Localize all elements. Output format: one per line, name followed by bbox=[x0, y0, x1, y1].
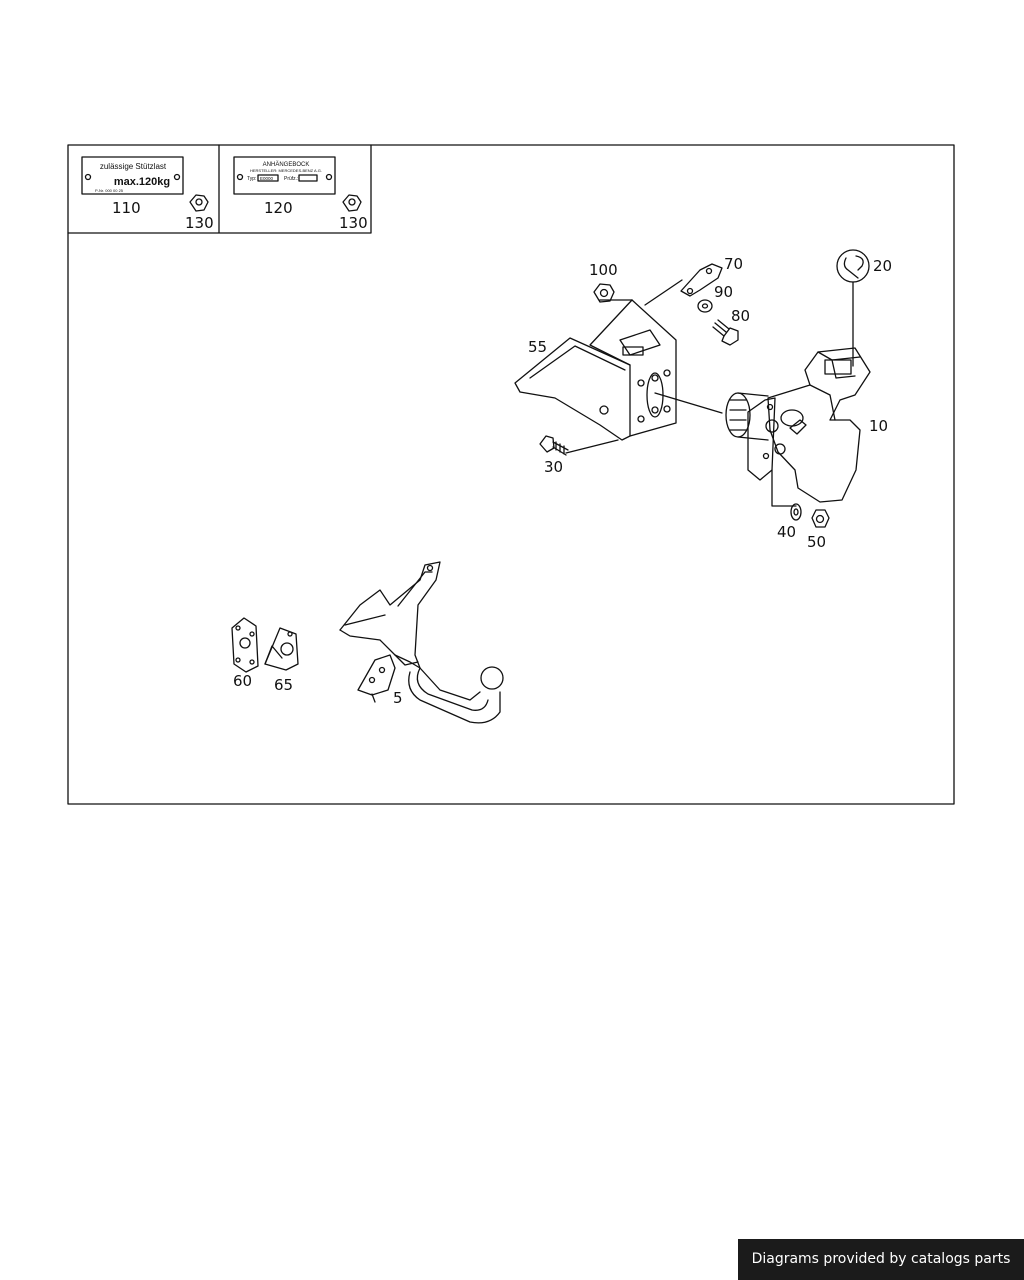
callout-110: 110 bbox=[112, 199, 141, 217]
strap-70 bbox=[680, 263, 723, 297]
callout-30: 30 bbox=[544, 458, 563, 476]
nut-100 bbox=[593, 283, 615, 303]
callout-55: 55 bbox=[528, 338, 547, 356]
leader-lines bbox=[371, 279, 797, 703]
callout-100: 100 bbox=[589, 261, 618, 279]
callout-65: 65 bbox=[274, 676, 293, 694]
diagram-frame bbox=[67, 144, 955, 805]
callout-60: 60 bbox=[233, 672, 252, 690]
footer-credit[interactable]: Diagrams provided by catalogs parts bbox=[738, 1239, 1024, 1280]
callout-90: 90 bbox=[714, 283, 733, 301]
nut-50 bbox=[811, 509, 830, 528]
callout-80: 80 bbox=[731, 307, 750, 325]
callout-10: 10 bbox=[869, 417, 888, 435]
callout-5: 5 bbox=[393, 689, 403, 707]
nut-130-b bbox=[342, 194, 362, 212]
load-plate-line2: max.120kg bbox=[114, 176, 170, 188]
id-plate bbox=[233, 156, 336, 195]
load-plate-line1: zulässige Stützlast bbox=[100, 162, 167, 171]
id-plate-pruef-label: Prüfz.: bbox=[284, 176, 298, 182]
id-plate-line2: HERSTELLER: MERCEDES-BENZ A.G. bbox=[250, 168, 322, 173]
callout-40: 40 bbox=[777, 523, 796, 541]
bracket-55 bbox=[514, 299, 677, 441]
id-plate-type-value: E0000 bbox=[260, 176, 274, 181]
plate-60 bbox=[231, 617, 259, 673]
callout-70: 70 bbox=[724, 255, 743, 273]
id-plate-type-label: Typ: bbox=[247, 176, 256, 182]
callout-130-a: 130 bbox=[185, 214, 214, 232]
inset-divider bbox=[67, 144, 372, 234]
load-plate bbox=[81, 156, 184, 195]
washer-40 bbox=[790, 503, 802, 521]
callout-20: 20 bbox=[873, 257, 892, 275]
load-plate-line3: P-Nr. 000 00 25 bbox=[95, 188, 124, 193]
tow-hook-10 bbox=[725, 347, 871, 503]
id-plate-line1: ANHÄNGEBOCK bbox=[263, 161, 310, 168]
callout-120: 120 bbox=[264, 199, 293, 217]
callout-50: 50 bbox=[807, 533, 826, 551]
nut-130-a bbox=[189, 194, 209, 212]
tow-bar-5 bbox=[339, 561, 504, 724]
plate-65 bbox=[264, 627, 299, 671]
wrench-icon bbox=[836, 249, 870, 367]
callout-130-b: 130 bbox=[339, 214, 368, 232]
washer-90 bbox=[697, 299, 713, 313]
screw-30 bbox=[539, 435, 569, 456]
bolt-80 bbox=[712, 319, 739, 346]
